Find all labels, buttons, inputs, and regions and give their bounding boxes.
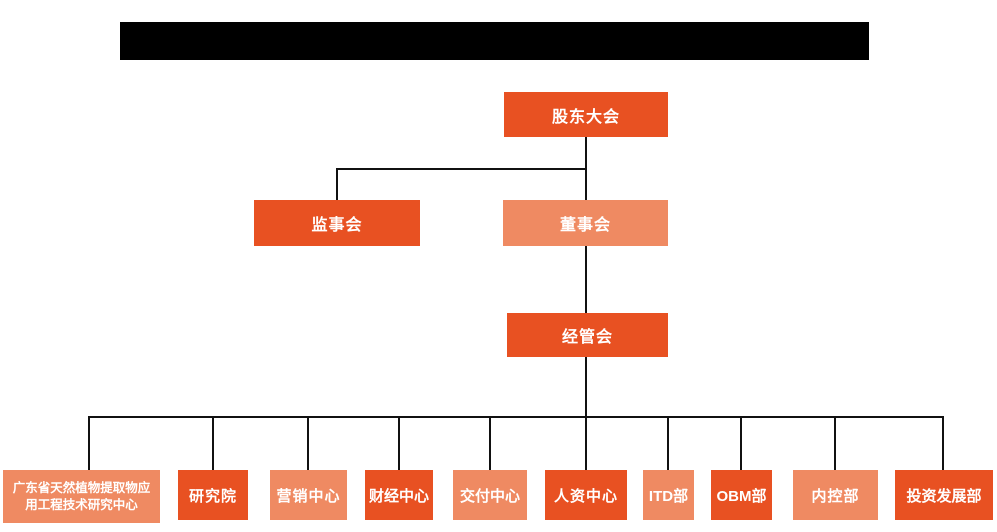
org-node-label: 研究院 [188, 487, 237, 505]
org-node-label: 董事会 [559, 217, 611, 234]
org-node-delivery-center: 交付中心 [453, 470, 527, 520]
connector-dept-drop [834, 416, 836, 470]
redacted-title-bar [120, 22, 869, 60]
org-node-label: 股东大会 [551, 108, 620, 126]
connector-dept-drop [88, 416, 90, 470]
org-node-finance-center: 财经中心 [365, 470, 433, 520]
org-node-supervisory-board: 监事会 [254, 200, 420, 246]
connector-dept-drop [307, 416, 309, 470]
org-node-investment-development-department: 投资发展部 [895, 470, 993, 520]
org-node-label: OBM部 [716, 487, 767, 505]
org-node-itd-department: ITD部 [643, 470, 694, 520]
org-node-label: 监事会 [311, 217, 363, 234]
org-node-research-institute: 研究院 [178, 470, 248, 520]
connector-dept-drop [398, 416, 400, 470]
org-node-label: ITD部 [648, 487, 689, 505]
connector-dept-drop [489, 416, 491, 470]
org-node-label: 营销中心 [276, 487, 341, 505]
org-node-marketing-center: 营销中心 [270, 470, 347, 520]
connector-supervisory-drop [336, 168, 338, 200]
org-node-internal-control-department: 内控部 [793, 470, 878, 520]
org-node-label: 交付中心 [459, 487, 520, 505]
connector-dept-drop [585, 416, 587, 470]
org-node-management-committee: 经管会 [507, 313, 668, 357]
org-node-label: 投资发展部 [906, 487, 982, 505]
connector-dept-drop [740, 416, 742, 470]
org-node-shareholders-meeting: 股东大会 [504, 92, 668, 137]
org-node-research-center-guangdong: 广东省天然植物提取物应用工程技术研究中心 [3, 470, 160, 523]
org-node-board-of-directors: 董事会 [503, 200, 668, 246]
connector-board-to-management [585, 246, 587, 313]
org-node-label: 经管会 [561, 329, 613, 346]
connector-level2-horizontal [336, 168, 587, 170]
org-node-label: 财经中心 [368, 487, 429, 505]
org-node-label: 内控部 [811, 487, 860, 505]
connector-dept-drop [212, 416, 214, 470]
org-node-hr-center: 人资中心 [545, 470, 627, 520]
connector-dept-drop [942, 416, 944, 470]
org-node-obm-department: OBM部 [711, 470, 772, 520]
org-node-label: 广东省天然植物提取物应用工程技术研究中心 [12, 480, 151, 512]
connector-management-stem [585, 357, 587, 417]
connector-dept-drop [667, 416, 669, 470]
connector-departments-horizontal [88, 416, 944, 418]
org-node-label: 人资中心 [553, 487, 618, 505]
